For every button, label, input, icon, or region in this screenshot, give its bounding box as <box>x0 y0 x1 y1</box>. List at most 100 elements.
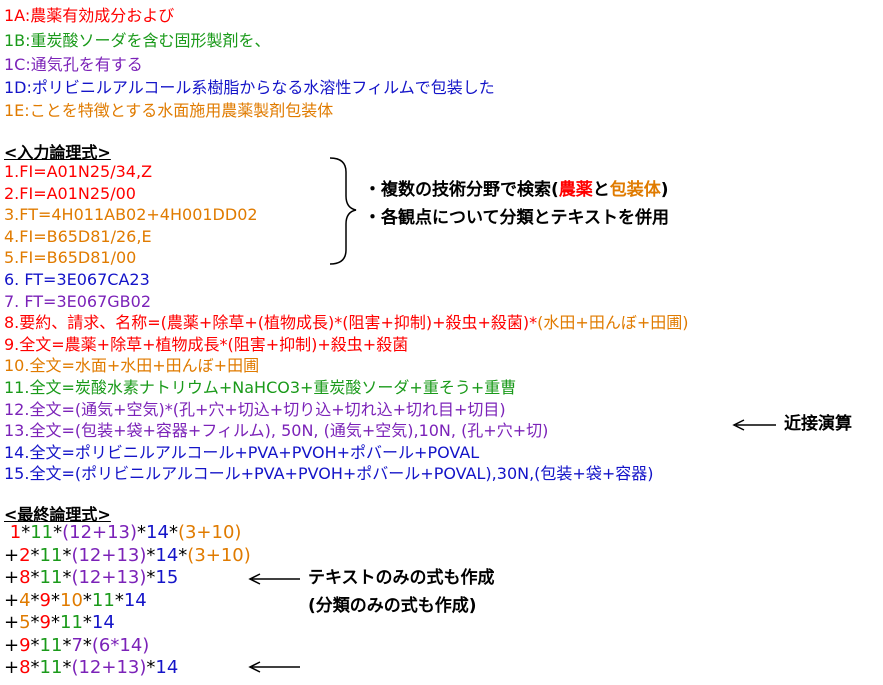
final-formula-line: +5*9*11*14 <box>4 612 115 634</box>
final-formula-line: +8*11*(12+13)*15 <box>4 567 178 589</box>
input-formula-line: 9.全文=農薬+除草+植物成長*(阻害+抑制)+殺虫+殺菌 <box>4 335 408 354</box>
formula-token: * <box>30 657 40 678</box>
formula-token: (12+13) <box>62 522 138 543</box>
formula-token: * <box>30 612 40 633</box>
input-formula-line: 7. FT=3E067GB02 <box>4 292 151 311</box>
claim-line: 1E:ことを特徴とする水面施用農薬製剤包装体 <box>4 101 333 120</box>
formula-token: 10 <box>60 589 83 611</box>
formula-token: * <box>30 544 40 566</box>
input-formula-text: 7. FT=3E067GB02 <box>4 291 152 311</box>
final-formula-line: 1*11*(12+13)*14*(3+10) <box>4 522 242 544</box>
claim-text: ことを特徴とする水面施用農薬製剤包装体 <box>29 101 334 120</box>
input-formula-text: 4.FI=B65D81/26,E <box>4 226 152 246</box>
text-only-note: テキストのみの式も作成 <box>308 568 495 588</box>
input-formula-text: 9.全文=農薬+除草+植物成長*(阻害+抑制)+殺虫+殺菌 <box>4 334 409 354</box>
formula-token: 9 <box>19 634 31 656</box>
formula-token: 11 <box>39 634 63 656</box>
input-formula-text: 13.全文=(包装+袋+容器+フィルム), 50N, (通気+空気),10N, … <box>4 421 549 441</box>
formula-token: + <box>4 589 20 611</box>
input-formula-text: 5.FI=B65D81/00 <box>4 248 137 268</box>
formula-token: 11 <box>30 522 54 543</box>
formula-token: * <box>178 544 188 566</box>
formula-token: 11 <box>39 567 63 588</box>
formula-token: * <box>146 567 156 588</box>
formula-token: * <box>62 567 72 588</box>
formula-token: 5 <box>19 612 31 633</box>
formula-token: * <box>51 612 60 633</box>
formula-token: * <box>30 589 40 611</box>
formula-token: * <box>21 522 31 543</box>
final-formula-line: +8*11*(12+13)*14 <box>4 657 178 679</box>
formula-token: * <box>82 612 92 633</box>
claim-text: 農薬有効成分および <box>30 6 175 25</box>
claim-text: 通気孔を有する <box>30 55 143 74</box>
formula-token: * <box>53 522 63 543</box>
formula-token: * <box>168 522 178 543</box>
formula-token: 14 <box>155 657 179 678</box>
claim-text: 重炭酸ソーダを含む固形製剤を、 <box>30 31 271 50</box>
formula-token: 4 <box>19 589 31 611</box>
search-note-fields: ・複数の技術分野で検索(農薬と包装体) <box>364 180 669 200</box>
formula-token: * <box>146 544 156 566</box>
formula-token: * <box>30 567 40 588</box>
input-formula-header: <入力論理式> <box>4 143 111 162</box>
formula-token: 14 <box>123 589 147 611</box>
input-formula-line: 1.FI=A01N25/34,Z <box>4 162 152 181</box>
formula-token: * <box>30 634 40 656</box>
input-formula-tail: (水田+田んぼ+田圃) <box>537 313 689 333</box>
input-formula-line: 11.全文=炭酸水素ナトリウム+NaHCO3+重炭酸ソーダ+重そう+重曹 <box>4 378 516 397</box>
formula-token: (12+13) <box>71 544 147 566</box>
formula-token: 11 <box>39 657 63 678</box>
input-formula-text: 11.全文=炭酸水素ナトリウム+NaHCO3+重炭酸ソーダ+重そう+重曹 <box>4 378 517 397</box>
formula-token: 8 <box>19 567 31 588</box>
formula-token: * <box>62 544 72 566</box>
input-formula-line: 10.全文=水面+水田+田んぼ+田圃 <box>4 356 259 375</box>
formula-token: (6*14) <box>91 634 150 656</box>
formula-token: * <box>114 589 124 611</box>
formula-token: * <box>62 657 72 678</box>
claim-label: 1C: <box>4 55 31 74</box>
formula-token: 1 <box>9 522 22 543</box>
claim-text: ポリビニルアルコール系樹脂からなる水溶性フィルムで包装した <box>31 78 495 97</box>
input-formula-text: 12.全文=(通気+空気)*(孔+穴+切込+切り込+切れ込+切れ目+切目) <box>4 399 506 419</box>
formula-token: 15 <box>155 567 179 588</box>
formula-token: + <box>4 567 20 588</box>
formula-token: + <box>4 612 20 633</box>
formula-token: 11 <box>39 544 63 566</box>
claim-label: 1A: <box>4 6 31 25</box>
formula-token: (3+10) <box>187 544 251 566</box>
claim-label: 1E: <box>4 101 30 120</box>
final-formula-line: +2*11*(12+13)*14*(3+10) <box>4 545 251 567</box>
formula-token: + <box>4 657 20 678</box>
final-formula-line: +9*11*7*(6*14) <box>4 635 149 657</box>
formula-token: * <box>62 634 72 656</box>
claim-label: 1D: <box>4 78 32 97</box>
formula-token: * <box>146 657 156 678</box>
input-formula-line: 2.FI=A01N25/00 <box>4 184 136 203</box>
formula-token: 14 <box>146 522 169 543</box>
claim-line: 1A:農薬有効成分および <box>4 6 174 25</box>
claim-line: 1C:通気孔を有する <box>4 55 143 74</box>
formula-token: 14 <box>91 612 115 633</box>
input-formula-line: 6. FT=3E067CA23 <box>4 270 150 289</box>
formula-token: + <box>4 544 20 566</box>
formula-token: 8 <box>19 657 31 678</box>
input-formula-line: 12.全文=(通気+空気)*(孔+穴+切込+切り込+切れ込+切れ目+切目) <box>4 400 506 419</box>
formula-token: (12+13) <box>71 567 147 588</box>
claim-line: 1B:重炭酸ソーダを含む固形製剤を、 <box>4 31 271 50</box>
formula-token: 9 <box>39 589 51 611</box>
formula-token: + <box>4 634 20 656</box>
input-formula-line: 3.FT=4H011AB02+4H001DD02 <box>4 205 258 224</box>
formula-token: 14 <box>155 544 179 566</box>
formula-token: (12+13) <box>71 657 147 678</box>
proximity-note: 近接演算 <box>784 414 852 434</box>
input-formula-text: 8.要約、請求、名称=(農薬+除草+(植物成長)*(阻害+抑制)+殺虫+殺菌)* <box>4 313 538 333</box>
claim-line: 1D:ポリビニルアルコール系樹脂からなる水溶性フィルムで包装した <box>4 78 495 97</box>
input-formula-text: 2.FI=A01N25/00 <box>4 183 136 203</box>
search-note-combined: ・各観点について分類とテキストを併用 <box>364 208 669 228</box>
input-formula-line: 4.FI=B65D81/26,E <box>4 227 152 246</box>
final-formula-header: <最終論理式> <box>4 505 111 524</box>
input-formula-line: 5.FI=B65D81/00 <box>4 248 136 267</box>
input-formula-line: 15.全文=(ポリビニルアルコール+PVA+PVOH+ポバール+POVAL),3… <box>4 464 653 483</box>
